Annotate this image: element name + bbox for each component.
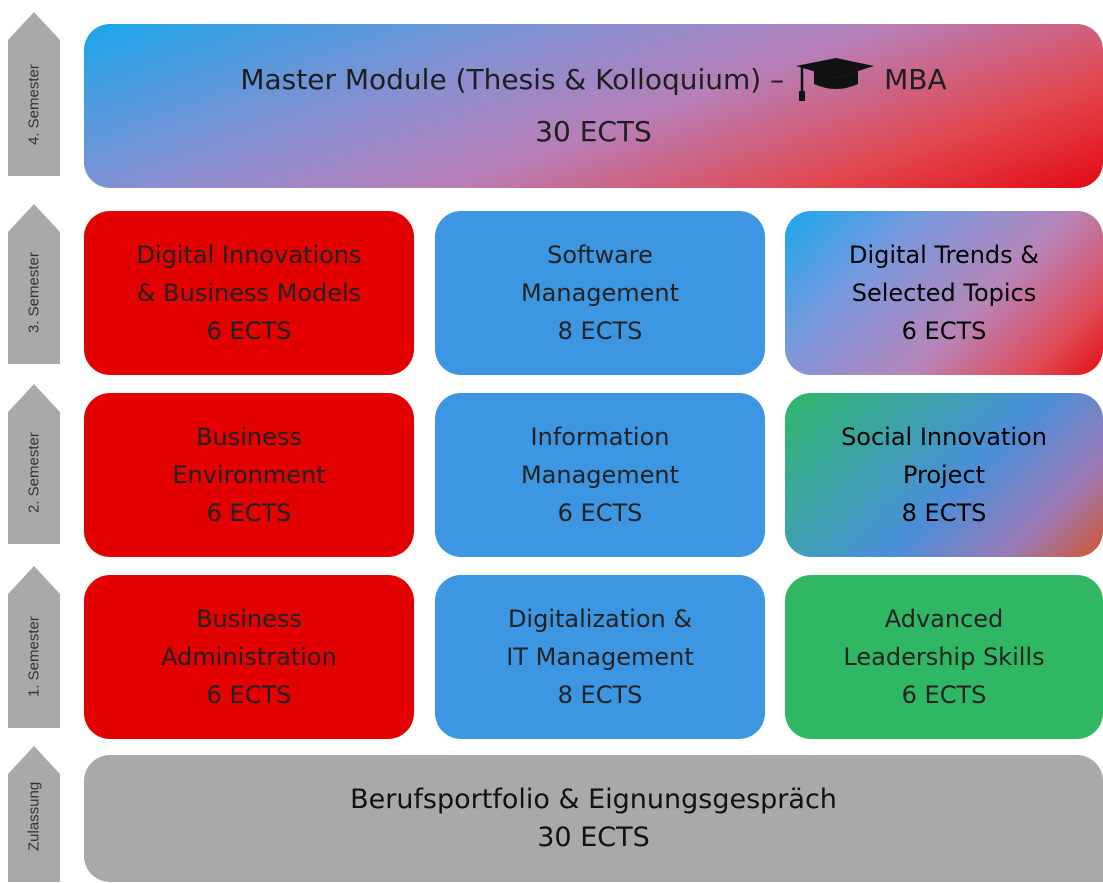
admission-ects: 30 ECTS	[537, 821, 650, 853]
master-module-ects: 30 ECTS	[535, 115, 652, 148]
module-title-line-1: Software	[547, 241, 653, 269]
module-title-line-2: Environment	[172, 461, 326, 489]
module-title-line-2: Management	[520, 279, 680, 307]
module-leadership-skills: Advanced Leadership Skills 6 ECTS	[785, 575, 1103, 739]
module-title-line-1: Business	[196, 423, 302, 451]
semester-arrow-3: 3. Semester	[8, 204, 60, 364]
module-title-line-2: Project	[902, 461, 986, 489]
semester-label: 2. Semester	[25, 432, 43, 513]
module-ects: 6 ECTS	[206, 681, 292, 709]
module-software-management: Software Management 8 ECTS	[435, 211, 765, 375]
admission-arrow: Zulassung	[8, 746, 60, 882]
master-module-title: Master Module (Thesis & Kolloquium) –	[240, 63, 785, 96]
semester-label: 1. Semester	[25, 616, 43, 697]
module-title-line-2: IT Management	[506, 643, 694, 671]
module-digital-trends: Digital Trends & Selected Topics 6 ECTS	[785, 211, 1103, 375]
module-title-line-1: Business	[196, 605, 302, 633]
module-ects: 8 ECTS	[557, 681, 643, 709]
semester-arrow-1: 1. Semester	[8, 566, 60, 728]
module-business-environment: Business Environment 6 ECTS	[84, 393, 414, 557]
module-title-line-1: Advanced	[884, 605, 1004, 633]
module-information-management: Information Management 6 ECTS	[435, 393, 765, 557]
admission-title: Berufsportfolio & Eignungsgespräch	[350, 783, 837, 815]
module-title-line-1: Digital Innovations	[136, 241, 362, 269]
module-ects: 8 ECTS	[557, 317, 643, 345]
module-ects: 6 ECTS	[901, 681, 987, 709]
admission-box: Berufsportfolio & Eignungsgespräch 30 EC…	[84, 755, 1103, 882]
module-ects: 6 ECTS	[206, 317, 292, 345]
semester-label: 3. Semester	[25, 252, 43, 333]
module-digitalization-it: Digitalization & IT Management 8 ECTS	[435, 575, 765, 739]
semester-arrow-2: 2. Semester	[8, 384, 60, 544]
module-title-line-2: Selected Topics	[851, 279, 1037, 307]
admission-label: Zulassung	[25, 781, 43, 851]
module-ects: 8 ECTS	[901, 499, 987, 527]
module-social-innovation: Social Innovation Project 8 ECTS	[785, 393, 1103, 557]
module-title-line-1: Digitalization &	[507, 605, 693, 633]
semester-arrow-4: 4. Semester	[8, 12, 60, 176]
module-ects: 6 ECTS	[206, 499, 292, 527]
module-business-administration: Business Administration 6 ECTS	[84, 575, 414, 739]
module-title-line-2: Leadership Skills	[843, 643, 1045, 671]
module-title-line-1: Information	[530, 423, 670, 451]
module-ects: 6 ECTS	[557, 499, 643, 527]
module-title-line-2: & Business Models	[136, 279, 362, 307]
graduation-cap-icon	[792, 58, 876, 102]
master-module-box: Master Module (Thesis & Kolloquium) – MB…	[84, 24, 1103, 188]
degree-label: MBA	[884, 63, 947, 96]
semester-label: 4. Semester	[25, 64, 43, 145]
module-title-line-2: Administration	[161, 643, 337, 671]
master-module-title-line: Master Module (Thesis & Kolloquium) – MB…	[240, 54, 947, 106]
module-title-line-2: Management	[520, 461, 680, 489]
module-title-line-1: Digital Trends &	[849, 241, 1039, 269]
module-ects: 6 ECTS	[901, 317, 987, 345]
module-digital-innovations: Digital Innovations & Business Models 6 …	[84, 211, 414, 375]
module-title-line-1: Social Innovation	[841, 423, 1047, 451]
